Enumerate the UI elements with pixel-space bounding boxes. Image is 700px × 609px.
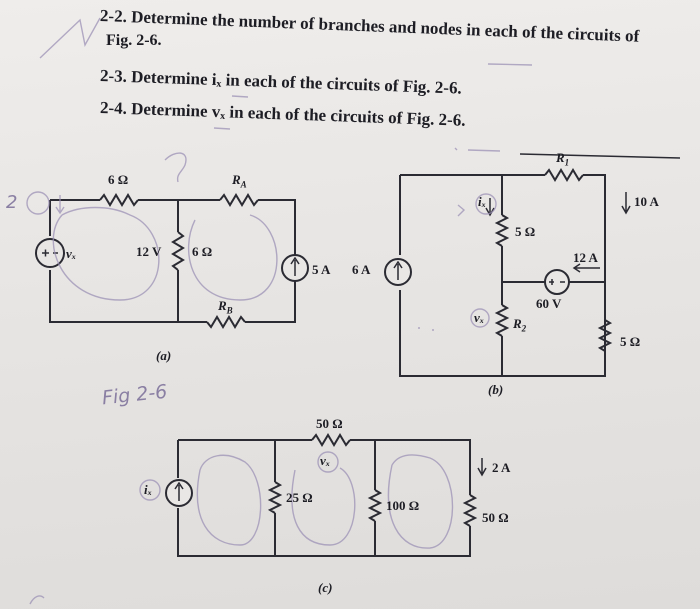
pen-underline-vx (213, 127, 231, 130)
resistor-25ohm (267, 481, 283, 514)
circuit-c-wire (177, 508, 471, 557)
pen-loop (196, 454, 262, 546)
label-25ohm: 25 Ω (286, 490, 313, 505)
circuit-c (29, 433, 487, 605)
pen-mark-question (164, 152, 187, 183)
page-rule-line (519, 153, 681, 159)
label-vx-c: vₓ (320, 453, 331, 468)
resistor-100ohm (367, 489, 383, 522)
pen-mark (457, 204, 466, 217)
label-50ohm-right: 50 Ω (482, 510, 509, 525)
problem-text-continued: Fig. 2-6. (106, 32, 162, 49)
voltage-source-vx (35, 238, 65, 268)
label-r1: R1 (556, 150, 569, 168)
label-rb: RB (218, 298, 233, 316)
pen-loop (187, 214, 278, 301)
problem-2-2-continued: Fig. 2-6. (106, 32, 162, 50)
label-r2-subscript: 2 (521, 323, 527, 334)
circuit-a (26, 152, 309, 329)
current-arrow-6a (393, 260, 403, 280)
circuit-b-wire (399, 174, 606, 377)
label-vx-a: vₓ (66, 246, 77, 261)
label-100ohm: 100 Ω (386, 498, 420, 513)
resistor-6ohm-mid (171, 231, 185, 271)
current-arrow-5a (290, 256, 300, 276)
pen-loop (291, 467, 356, 546)
pen-underline-branches (487, 63, 533, 66)
handwritten-margin-2: 2 (6, 192, 18, 213)
current-arrow-ix-c (174, 481, 184, 501)
label-rb-subscript: B (226, 305, 233, 316)
voltage-source-60v (544, 269, 570, 295)
resistor-5ohm-b (494, 214, 510, 247)
label-12a: 12 A (573, 250, 598, 265)
pen-mark (29, 595, 45, 605)
pen-underline-fig (467, 149, 501, 152)
label-5ohm-b-right: 5 Ω (620, 334, 641, 349)
arrow-12a (572, 263, 600, 273)
circuit-c-wire (350, 439, 471, 495)
label-6ohm-mid: 6 Ω (192, 244, 213, 259)
label-5ohm-b: 5 Ω (515, 224, 536, 239)
label-r2-symbol: R (513, 316, 522, 331)
label-2a: 2 A (492, 460, 511, 475)
resistor-6ohm-top (99, 193, 139, 207)
pen-arrow-ix-a (55, 195, 65, 215)
pen-circle-ix-c (139, 479, 161, 501)
label-ra: RA (232, 172, 247, 190)
pen-circle-vx-b (470, 308, 490, 328)
resistor-r1 (544, 168, 584, 182)
label-10a: 10 A (634, 194, 659, 209)
label-rb-symbol: R (218, 298, 227, 313)
circuit-b-60v-source-polarity (549, 279, 565, 285)
resistor-5ohm-b-right (597, 319, 613, 352)
resistor-50ohm-top (311, 433, 351, 447)
label-r2: R2 (513, 316, 526, 334)
label-r1-subscript: 1 (564, 157, 570, 168)
pen-loop (52, 206, 160, 301)
label-ix-c: iₓ (144, 482, 153, 497)
arrow-10a (621, 192, 631, 215)
label-6a: 6 A (352, 262, 371, 277)
label-12v: 12 V (136, 244, 162, 259)
arrow-2a (477, 458, 487, 477)
pen-circle-ix-b (475, 193, 497, 215)
circuit-a-wire (49, 270, 207, 323)
label-r1-symbol: R (556, 150, 565, 165)
pen-circle-ix-a (26, 191, 50, 215)
pen-dot (418, 147, 458, 331)
resistor-r2 (494, 304, 510, 337)
resistor-50ohm-right (462, 494, 478, 527)
label-ix-b: iₓ (478, 194, 487, 209)
resistor-rb (206, 315, 246, 329)
label-ra-symbol: R (232, 172, 241, 187)
resistor-ra (219, 193, 259, 207)
pen-loop (387, 454, 454, 549)
label-5a: 5 A (312, 262, 331, 277)
circuit-b (384, 147, 631, 377)
arrow-ix-b (485, 198, 495, 217)
label-60v: 60 V (536, 296, 562, 311)
caption-b: (b) (488, 382, 504, 397)
pen-mark-top (39, 17, 101, 59)
caption-c: (c) (318, 580, 333, 595)
pen-underline-ix (231, 95, 249, 98)
caption-a: (a) (156, 348, 172, 363)
label-vx-b: vₓ (474, 310, 485, 325)
label-ra-subscript: A (240, 179, 247, 190)
pen-circle-vx-c (317, 451, 339, 473)
label-50ohm-top: 50 Ω (316, 416, 343, 431)
label-6ohm-top: 6 Ω (108, 172, 129, 187)
